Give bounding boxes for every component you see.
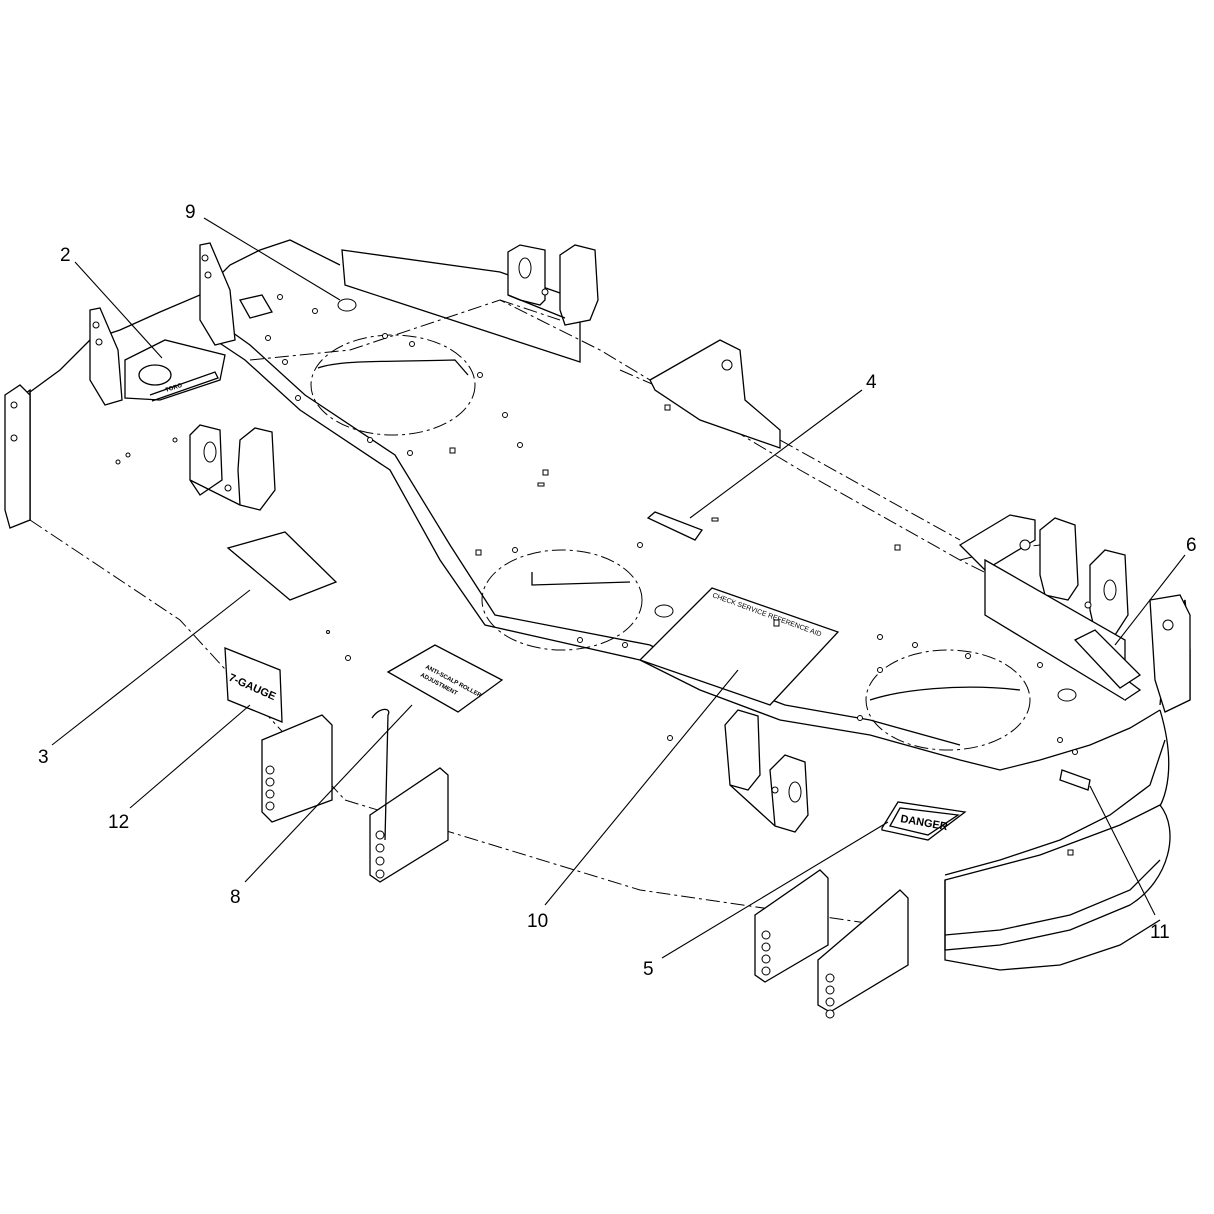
blade-opening-center xyxy=(481,549,643,651)
blank-decal-4 xyxy=(646,511,704,541)
decal-11 xyxy=(1059,769,1091,791)
callout-numbers: 9 2 4 6 3 12 8 10 5 11 xyxy=(38,202,1197,980)
callout-10: 10 xyxy=(527,911,548,932)
mount-brackets xyxy=(4,242,1191,833)
blade-openings xyxy=(310,334,1031,751)
blank-decal-3 xyxy=(226,531,338,601)
callout-9: 9 xyxy=(185,202,196,223)
danger-decal xyxy=(881,801,967,841)
callout-2: 2 xyxy=(60,245,71,266)
callout-11: 11 xyxy=(1150,922,1170,943)
logo-plate-text: TORO xyxy=(165,383,184,394)
callout-3: 3 xyxy=(38,747,49,768)
height-plates xyxy=(261,708,909,1019)
anti-scalp-decal xyxy=(386,644,504,713)
decal-6 xyxy=(1073,629,1142,689)
blade-opening-left xyxy=(310,334,476,436)
service-reference-decal xyxy=(638,587,840,706)
mounting-holes xyxy=(115,294,1078,856)
callout-4: 4 xyxy=(866,372,877,393)
plug-9 xyxy=(337,298,357,312)
leader-lines xyxy=(51,217,1186,959)
blade-opening-right xyxy=(865,649,1031,751)
callout-8: 8 xyxy=(230,887,241,908)
callout-12: 12 xyxy=(108,812,129,833)
callout-6: 6 xyxy=(1186,535,1197,556)
callout-5: 5 xyxy=(643,959,654,980)
gauge-decal xyxy=(224,647,283,723)
